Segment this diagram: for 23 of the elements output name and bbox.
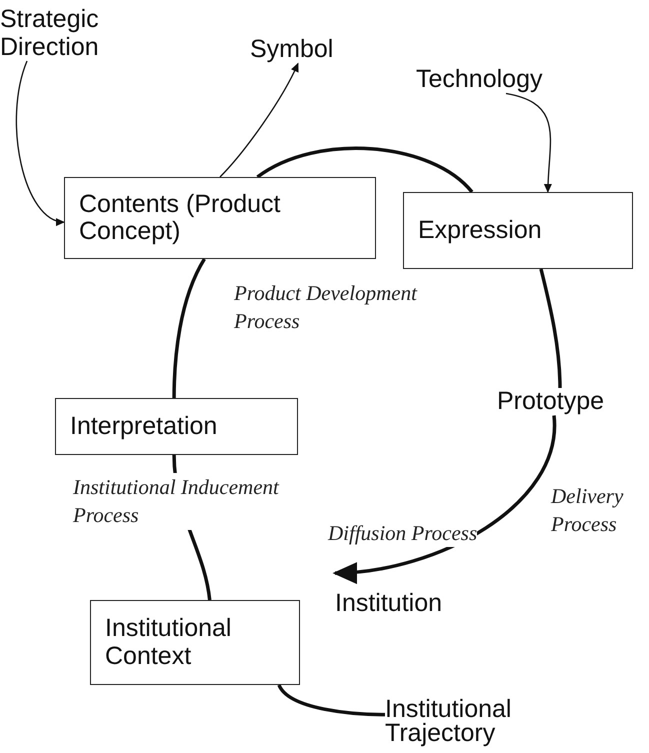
connector-line [278, 684, 386, 716]
node-label: Institutional Trajectory [385, 698, 585, 746]
connector-line [539, 268, 562, 388]
arrow [220, 62, 299, 178]
connector-line [256, 146, 474, 194]
box-label: Institutional Context [105, 615, 232, 670]
node-label: Strategic Direction [0, 6, 135, 61]
node-label: Technology [416, 66, 596, 94]
arrow [16, 60, 65, 224]
concept-box [55, 398, 298, 455]
concept-box [403, 192, 633, 269]
node-label: Symbol [250, 36, 370, 64]
box-label: Expression [418, 216, 543, 244]
node-label: Institution [335, 562, 500, 618]
process-label: Delivery Process [551, 483, 624, 538]
connector-line [172, 258, 206, 398]
arrow [332, 415, 556, 583]
concept-box [64, 177, 376, 259]
box-label: Interpretation [70, 412, 218, 440]
node-label: Prototype [497, 388, 647, 416]
box-label: Contents (Product Concept) [79, 190, 282, 246]
arrow [506, 92, 552, 193]
concept-box [90, 600, 300, 685]
